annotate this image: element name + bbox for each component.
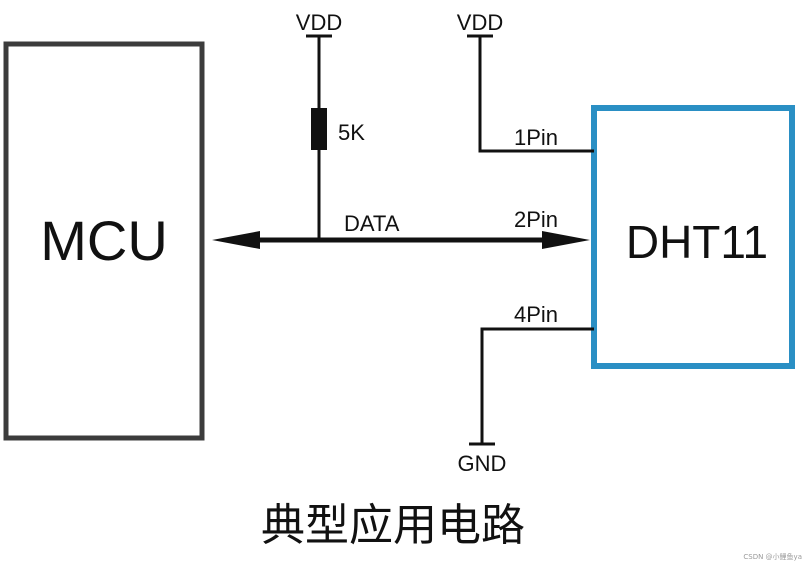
pin4-wire: [480, 327, 594, 444]
data-arrow-right: [542, 231, 590, 249]
mcu-label: MCU: [40, 209, 168, 272]
data-label: DATA: [344, 211, 400, 236]
pin1-label: 1Pin: [514, 125, 558, 150]
pin2-label: 2Pin: [514, 207, 558, 232]
data-arrow-left: [212, 231, 260, 249]
watermark: CSDN @小鲤鱼ya: [743, 552, 802, 561]
pin4-label: 4Pin: [514, 302, 558, 327]
pullup-resistor: [311, 108, 327, 150]
gnd-label: GND: [458, 451, 507, 476]
mcu-block: [3, 41, 205, 441]
vdd-right-label: VDD: [457, 10, 503, 35]
dht11-label: DHT11: [626, 216, 768, 268]
diagram-caption: 典型应用电路: [261, 500, 525, 551]
dht11-block: [591, 105, 795, 369]
resistor-value: 5K: [338, 120, 365, 145]
pin1-wire: [478, 36, 594, 153]
vdd-left-label: VDD: [296, 10, 342, 35]
